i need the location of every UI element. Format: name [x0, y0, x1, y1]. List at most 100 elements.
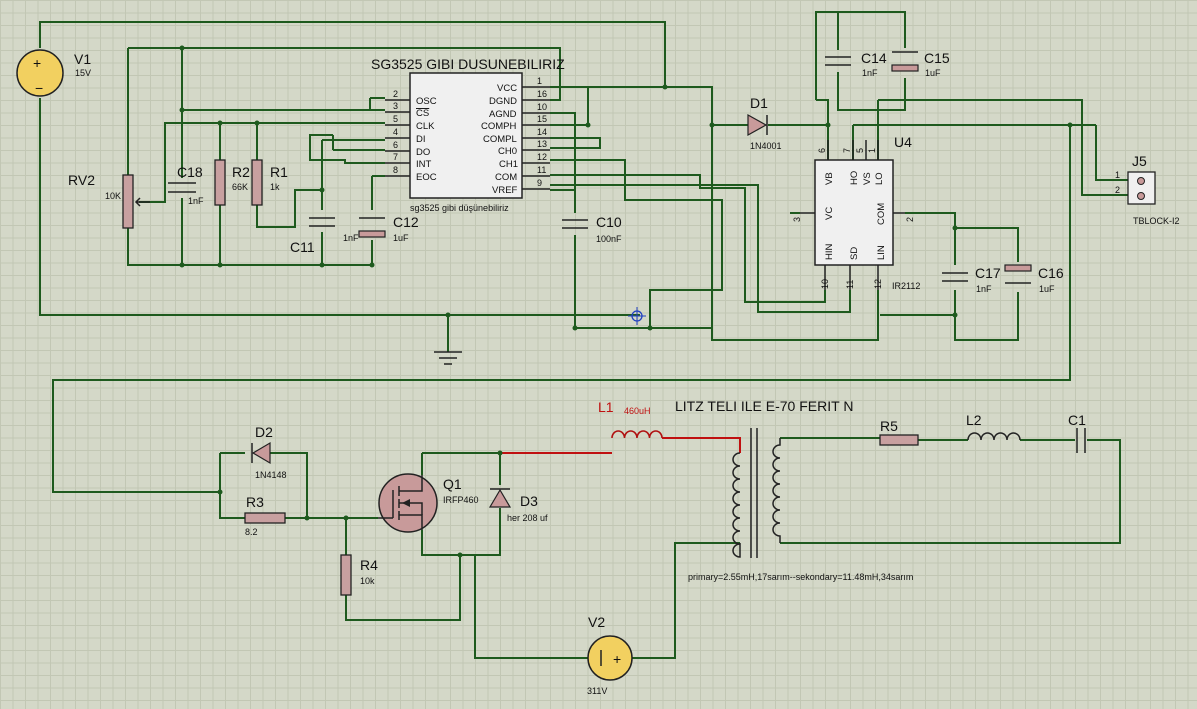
svg-text:CH1: CH1 — [499, 159, 518, 170]
ic-ir2112[interactable]: U4 IR2112 6 7 5 1 VB HO VS LO 3 2 VC COM… — [792, 134, 920, 291]
inductor-l1[interactable]: L1 460uH — [598, 399, 663, 439]
c11-value: 1nF — [343, 233, 359, 243]
svg-text:2: 2 — [393, 89, 398, 99]
q1-value: IRFP460 — [443, 495, 479, 505]
capacitor-c10[interactable]: C10 100nF — [562, 214, 622, 244]
probe-marker-icon[interactable] — [628, 307, 646, 325]
resistor-r5[interactable]: R5 — [879, 418, 919, 446]
d1-value: 1N4001 — [750, 141, 782, 151]
power-wires — [219, 437, 1121, 659]
c14-ref: C14 — [861, 50, 887, 66]
svg-text:VS: VS — [862, 172, 873, 185]
resistor-r3[interactable]: R3 8.2 — [244, 494, 286, 537]
rv2-value: 10K — [105, 191, 121, 201]
resistor-r4[interactable]: R4 10k — [340, 554, 378, 596]
u4-part: IR2112 — [892, 281, 920, 291]
source-v2[interactable]: + V2 311V — [587, 614, 633, 696]
capacitor-c17[interactable]: C17 1nF — [942, 265, 1001, 294]
control-wires — [39, 11, 1135, 493]
svg-text:COM: COM — [876, 203, 887, 225]
capacitor-c16[interactable]: C16 1uF — [1004, 264, 1064, 294]
ic-sg3525[interactable]: SG3525 GIBI DUSUNEBILIRIZ sg3525 gibi dü… — [371, 56, 565, 213]
ic1-pin-int: 7 INT — [385, 152, 432, 170]
potentiometer-rv2[interactable]: RV2 10K — [68, 172, 150, 229]
ic1-pin-comph: 15 COMPH — [481, 114, 550, 132]
svg-text:SD: SD — [849, 247, 860, 260]
j5-ref: J5 — [1132, 153, 1147, 169]
svg-text:VREF: VREF — [492, 185, 518, 196]
ic1-left-pins: 2 OSC 3 CS 5 CLK 4 DI 6 DO 7 INT 8 EOC — [385, 89, 437, 183]
c14-value: 1nF — [862, 68, 878, 78]
r3-ref: R3 — [246, 494, 264, 510]
ground-symbol[interactable] — [434, 315, 462, 365]
c18-ref: C18 — [177, 164, 203, 180]
v1-ref: V1 — [74, 51, 91, 67]
l1-value: 460uH — [624, 406, 651, 416]
resistor-r2[interactable]: R2 66K — [214, 159, 250, 206]
svg-text:CS: CS — [416, 108, 429, 119]
r5-ref: R5 — [880, 418, 898, 434]
c18-value: 1nF — [188, 196, 204, 206]
ferrite-note: LITZ TELI ILE E-70 FERIT N — [675, 398, 853, 414]
ic1-caption: sg3525 gibi düşünebiliriz — [410, 203, 509, 213]
j5-value: TBLOCK-I2 — [1133, 216, 1180, 226]
svg-text:3: 3 — [393, 101, 398, 111]
l1-ref: L1 — [598, 399, 614, 415]
l2-ref: L2 — [966, 412, 982, 428]
j5-pin2: 2 — [1115, 185, 1120, 195]
ic1-pin-cs: 3 CS — [385, 101, 429, 119]
ic1-right-pins: 1 VCC 16 DGND 10 AGND 15 COMPH 14 COMPL … — [481, 76, 550, 196]
svg-text:AGND: AGND — [489, 109, 517, 120]
d1-ref: D1 — [750, 95, 768, 111]
svg-text:−: − — [35, 80, 43, 96]
svg-text:DO: DO — [416, 147, 430, 158]
svg-text:HIN: HIN — [824, 244, 835, 261]
svg-text:6: 6 — [393, 140, 398, 150]
ic1-pin-di: 4 DI — [385, 127, 426, 145]
c15-ref: C15 — [924, 50, 950, 66]
j5-pin1: 1 — [1115, 170, 1120, 180]
svg-text:CLK: CLK — [416, 121, 435, 132]
svg-text:VC: VC — [824, 207, 835, 220]
svg-text:6: 6 — [817, 148, 827, 153]
svg-text:EOC: EOC — [416, 172, 437, 183]
r4-ref: R4 — [360, 557, 378, 573]
source-v1[interactable]: + − V1 15V — [16, 49, 91, 97]
capacitor-c15[interactable]: C15 1uF — [891, 50, 950, 78]
transformer[interactable]: LITZ TELI ILE E-70 FERIT N primary=2.55m… — [675, 398, 913, 582]
svg-text:7: 7 — [842, 148, 852, 153]
capacitor-c12[interactable]: C12 1nF 1uF — [343, 214, 419, 243]
junction-dots — [179, 45, 1073, 558]
inductor-l2[interactable]: L2 — [966, 412, 1021, 441]
resistor-r1[interactable]: R1 1k — [251, 159, 288, 206]
v1-value: 15V — [75, 68, 91, 78]
svg-text:5: 5 — [855, 148, 865, 153]
ic1-pin-do: 6 DO — [385, 140, 430, 158]
capacitor-c1[interactable]: C1 — [1068, 412, 1086, 453]
svg-text:OSC: OSC — [416, 96, 437, 107]
capacitor-c14[interactable]: C14 1nF — [825, 50, 887, 78]
capacitor-c11[interactable]: C11 — [290, 217, 335, 255]
ic1-pin-osc: 2 OSC — [385, 89, 437, 107]
ic1-pin-clk: 5 CLK — [385, 114, 435, 132]
svg-text:LO: LO — [874, 172, 885, 185]
r2-ref: R2 — [232, 164, 250, 180]
ic1-pin-agnd: 10 AGND — [489, 102, 550, 120]
svg-text:11: 11 — [537, 165, 546, 175]
diode-d2[interactable]: D2 1N4148 — [251, 424, 287, 480]
c1-ref: C1 — [1068, 412, 1086, 428]
transformer-note: primary=2.55mH,17sarım--sekondary=11.48m… — [688, 572, 913, 582]
terminal-block-j5[interactable]: 1 2 J5 TBLOCK-I2 — [1115, 153, 1180, 226]
r4-value: 10k — [360, 576, 375, 586]
diode-d3[interactable]: D3 her 208 uf — [488, 488, 548, 523]
ic1-pin-vref: 9 VREF — [492, 178, 550, 196]
capacitor-c18[interactable]: C18 1nF — [168, 164, 204, 206]
q1-ref: Q1 — [443, 476, 462, 492]
ic1-title: SG3525 GIBI DUSUNEBILIRIZ — [371, 56, 565, 72]
svg-text:COMPH: COMPH — [481, 121, 517, 132]
mosfet-q1[interactable]: Q1 IRFP460 — [378, 473, 479, 533]
svg-text:11: 11 — [845, 280, 855, 289]
diode-d1[interactable]: D1 1N4001 — [747, 95, 782, 151]
ic1-pin-eoc: 8 EOC — [385, 165, 437, 183]
